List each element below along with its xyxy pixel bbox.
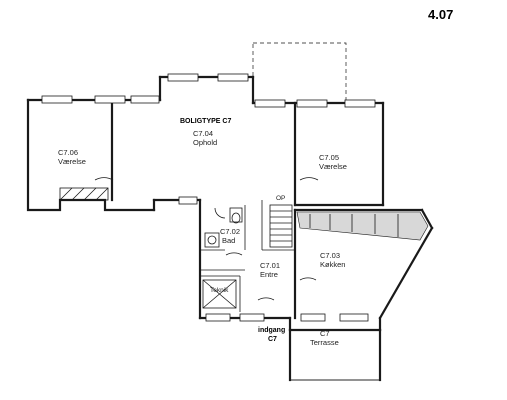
room-c704-name: Ophold	[193, 138, 217, 147]
bathroom-fixtures	[204, 207, 243, 248]
teknik-label: Teknik	[210, 287, 229, 294]
windows	[41, 73, 376, 322]
kitchen-counter	[296, 211, 429, 241]
room-c701-name: Entre	[260, 270, 278, 279]
plan-title: BOLIGTYPE C7	[180, 118, 231, 125]
room-c703-name: Køkken	[320, 260, 345, 269]
room-c705-name: Værelse	[319, 162, 347, 171]
room-c702-name: Bad	[222, 236, 235, 245]
interior-walls	[200, 200, 295, 312]
wardrobes	[59, 187, 109, 201]
room-c701-code: C7.01	[260, 261, 280, 270]
entrance-label-line1: indgang	[258, 327, 285, 334]
room-c706-name: Værelse	[58, 157, 86, 166]
outer-walls	[26, 75, 434, 332]
stair	[269, 204, 293, 248]
stair-label: OP	[276, 195, 285, 202]
room-c705-code: C7.05	[319, 153, 339, 162]
entrance-label-line2: C7	[268, 336, 277, 343]
terrace-name: Terrasse	[310, 338, 339, 347]
room-c706-code: C7.06	[58, 148, 78, 157]
door-swings	[94, 177, 319, 301]
room-c704-code: C7.04	[193, 129, 213, 138]
terrace-code: C7	[320, 329, 330, 338]
page-number: 4.07	[428, 7, 453, 22]
room-c702-code: C7.02	[220, 227, 240, 236]
balcony-outline	[252, 42, 347, 104]
room-c703-code: C7.03	[320, 251, 340, 260]
